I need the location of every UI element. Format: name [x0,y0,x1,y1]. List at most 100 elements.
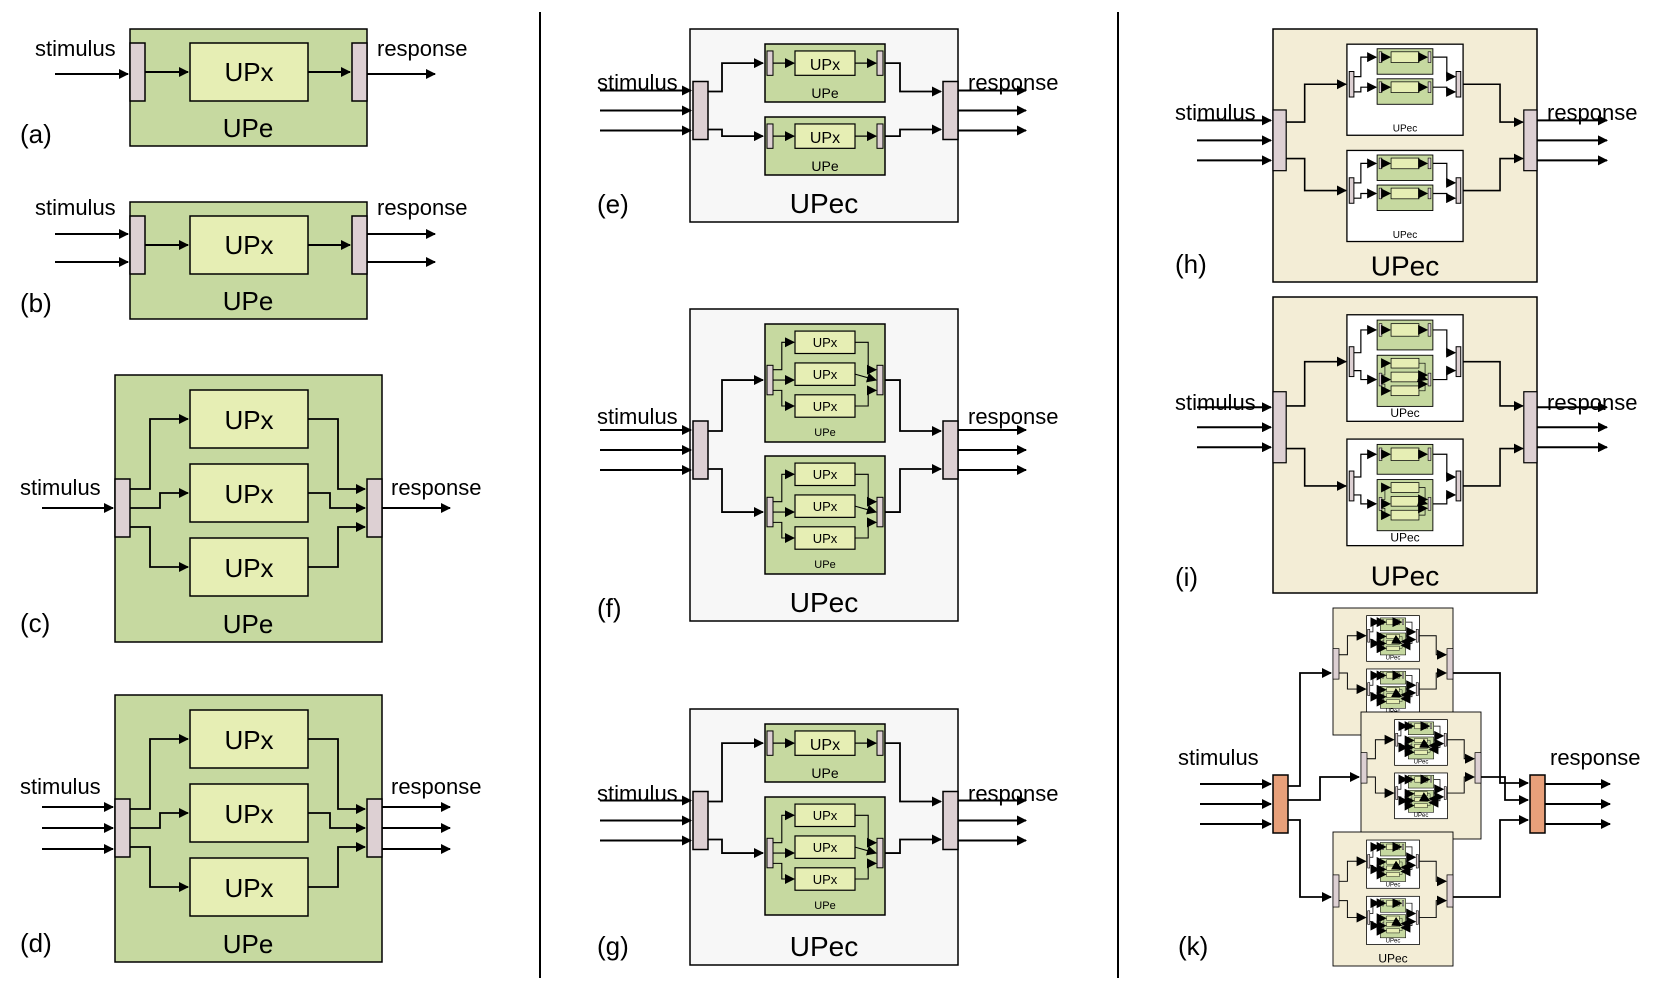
signal-arrow [1369,841,1381,858]
upx-box [1390,323,1420,337]
output-port [1474,752,1482,784]
output-port [1402,866,1404,873]
output-port [1455,470,1462,502]
input-port [766,496,774,528]
upec-label: UPec [1390,530,1419,544]
upec-label: UPec [790,587,858,618]
signal-arrow [1397,774,1409,790]
upx-label: UPx [813,808,838,823]
upx-box [1414,738,1428,743]
output-port [351,215,368,275]
input-port [1410,797,1412,804]
signal-arrow [1418,379,1429,392]
signal-arrow [1399,922,1411,933]
signal-arrow [708,738,764,803]
signal-arrow [1419,895,1447,919]
upec-label: UPec [1414,760,1429,766]
input-port [1382,672,1384,679]
upx-box [794,730,856,756]
upx-label: UPx [224,799,273,829]
upx-label: UPx [813,467,838,482]
signal-arrow [1405,675,1417,691]
upx-label: UPx [224,230,273,260]
upx-label: UPx [810,737,840,754]
signal-arrow [708,375,764,432]
output-port [1427,51,1432,63]
response-label: response [1550,745,1641,770]
upx-label: UPx [224,405,273,435]
input-port [1367,854,1371,869]
stimulus-label: stimulus [35,36,116,61]
output-port [1430,744,1432,751]
upx-box [1386,922,1400,927]
upx-box [1390,371,1420,383]
upx-box [1390,496,1420,507]
signal-arrow [885,62,942,97]
upec-label: UPec [1386,656,1401,662]
input-port [766,50,774,76]
signal-arrow [130,846,189,892]
signal-arrow [1405,634,1417,645]
output-port [1415,910,1419,925]
signal-arrow [773,521,795,544]
upe-label: UPe [223,929,274,959]
upx-label: UPx [813,399,838,414]
panel-label-i: (i) [1175,562,1198,592]
output-port [1523,109,1538,172]
upx-box [1390,157,1420,170]
panel-label-g: (g) [597,931,629,961]
signal-arrow [1405,916,1417,927]
response-label: response [968,70,1059,95]
signal-arrow [1404,747,1415,758]
signal-arrow [1288,772,1360,801]
signal-arrow [1463,443,1524,487]
signal-arrow [1447,772,1475,794]
input-port [1378,372,1383,387]
input-port [1378,323,1383,337]
input-port [1378,187,1383,200]
signal-arrow [1369,864,1381,875]
stimulus-label: stimulus [20,774,101,799]
signal-arrow [855,858,877,880]
signal-arrow [130,734,189,810]
signal-arrow [1405,860,1417,871]
signal-arrow [885,464,942,513]
output-port [366,798,383,858]
signal-arrow [1427,797,1439,808]
panel-label-a: (a) [20,119,52,149]
output-port [1427,372,1432,387]
upx-box [1390,385,1420,397]
response-label: response [968,404,1059,429]
signal-arrow [885,379,942,436]
upx-box [794,123,856,149]
input-port [692,420,709,480]
signal-arrow [1353,158,1378,184]
signal-arrow [1339,856,1367,882]
input-port [1378,51,1383,63]
output-port [1427,81,1432,93]
signal-arrow [773,810,795,844]
output-port [1427,447,1432,461]
upx-box [1390,81,1420,93]
signal-arrow [1432,453,1457,483]
input-port [114,798,131,858]
response-label: response [1547,390,1638,415]
panel-label-b: (b) [20,288,52,318]
input-port [129,42,146,102]
signal-arrow [130,526,189,572]
signal-arrow [1405,687,1417,698]
signal-arrow [854,845,877,856]
signal-arrow [1397,742,1409,753]
output-port [1415,682,1419,696]
upx-box [1386,900,1400,907]
signal-arrow [855,814,877,848]
input-port [1378,81,1383,93]
upe-label: UPe [814,559,835,571]
signal-arrow [773,337,795,371]
output-port [1427,497,1432,511]
output-port [1427,187,1432,200]
signal-arrow [308,812,366,833]
response-label: response [391,475,482,500]
upx-label: UPx [810,57,840,74]
